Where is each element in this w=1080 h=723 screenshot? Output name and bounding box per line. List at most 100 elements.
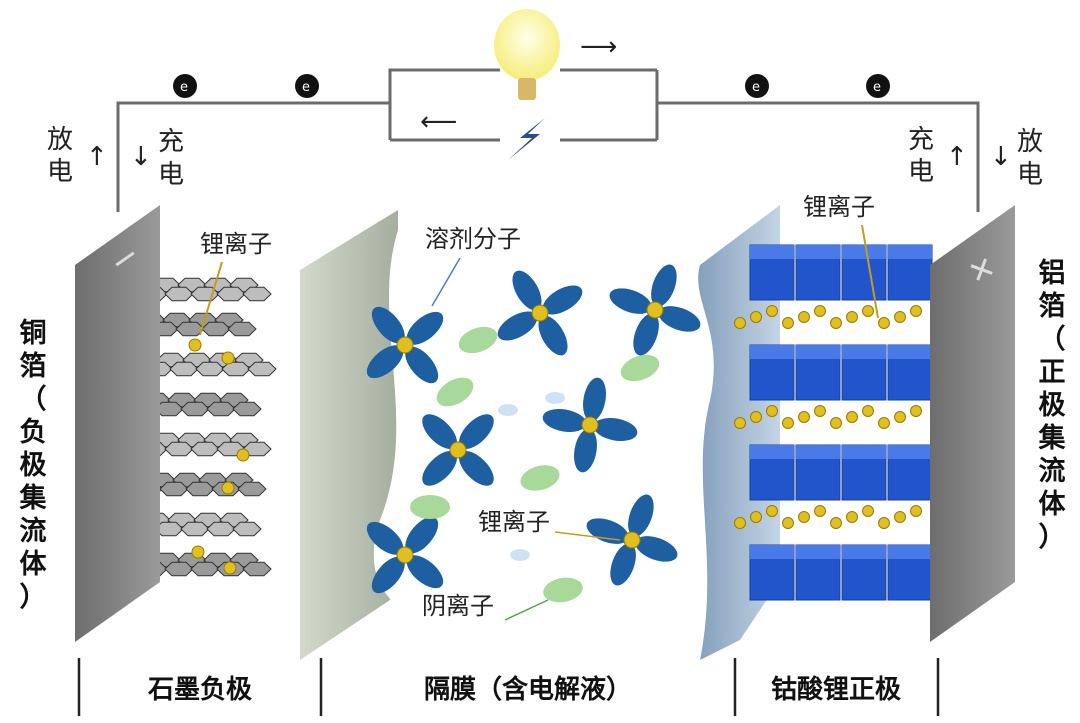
solvent-molecule [542, 377, 638, 473]
graphite-hexagon [221, 361, 251, 377]
cathode-block-top [750, 545, 794, 559]
anion [543, 577, 583, 603]
graphite-hexagon [164, 441, 194, 457]
left-up-arrow: ↑ [86, 142, 108, 172]
electron-symbol: e [180, 80, 188, 95]
electron-flow-right-arrow: ⟶ [580, 32, 617, 62]
cathode-block-top [750, 445, 794, 459]
foil-label-char: ） [1039, 522, 1066, 553]
foil-label-char: 体 [1039, 489, 1067, 520]
solvent-molecule [366, 516, 444, 594]
lithium-ion [531, 304, 549, 322]
left-discharge-char-2: 电 [47, 157, 73, 187]
lithium-ion [782, 517, 794, 529]
lithium-ion [846, 411, 858, 423]
cathode-label: 钴酸锂正极 [771, 674, 902, 705]
anion-faint [545, 392, 565, 404]
graphite-hexagon [180, 521, 210, 537]
lithium-ion [581, 416, 599, 434]
anion [410, 495, 450, 519]
lithium-ion [798, 311, 810, 323]
graphite-hexagon [237, 481, 267, 497]
foil-label-char: 流 [20, 516, 47, 547]
cathode-block-top [888, 445, 932, 459]
lithium-ion-electrolyte-pointer [554, 531, 621, 541]
lithium-ion [878, 317, 890, 329]
lithium-ion [878, 517, 890, 529]
lithium-ion [894, 311, 906, 323]
right-discharge-char-2: 电 [1017, 160, 1043, 190]
right-discharge-char-1: 放 [1017, 127, 1043, 157]
anion [458, 326, 498, 354]
electron-icon: e [866, 74, 890, 98]
anion-label: 阴离子 [422, 592, 494, 620]
right-wire [657, 101, 980, 212]
electrolyte [366, 264, 701, 603]
anion-pointer [504, 599, 549, 621]
lithium-ion [862, 305, 874, 317]
lithium-ion [814, 405, 826, 417]
separator-label: 隔膜（含电解液） [424, 674, 632, 705]
lithium-ion [750, 511, 762, 523]
cathode-block-top [842, 245, 886, 259]
foil-label-char: 箔 [20, 350, 47, 382]
cathode-block-top [842, 345, 886, 359]
graphite-hexagon [175, 321, 205, 337]
load-branch-wire [388, 68, 500, 103]
graphite-hexagon [159, 481, 189, 497]
lithium-ion [894, 411, 906, 423]
cathode-block-top [750, 245, 794, 259]
electron-symbol: e [752, 80, 760, 95]
right-charge-char-1: 充 [908, 125, 934, 155]
graphite-hexagon [164, 286, 194, 302]
foil-label-char: ） [20, 582, 47, 613]
lithium-ion [223, 561, 237, 575]
anion [436, 377, 474, 407]
cathode-block-top [888, 245, 932, 259]
aluminum-foil-plate [930, 205, 1015, 642]
lithium-ion [894, 511, 906, 523]
foil-label-char: 集 [1038, 422, 1067, 454]
electron-icon: e [295, 74, 319, 98]
foil-label-char: 集 [19, 482, 48, 514]
bottom-legend [77, 658, 940, 716]
lithium-ion [814, 305, 826, 317]
anion-faint [498, 404, 518, 416]
lithium-ion [236, 448, 250, 462]
lithium-ion [782, 317, 794, 329]
graphite-hexagon [190, 561, 220, 577]
solvent-molecule-pointer [431, 257, 461, 307]
lithium-ion [782, 417, 794, 429]
foil-label-char: 体 [20, 549, 48, 580]
lithium-ion [750, 411, 762, 423]
foil-label-char: （ [1039, 324, 1066, 355]
graphite-hexagon [242, 561, 272, 577]
graphite-hexagon [242, 286, 272, 302]
left-charge-char-1: 充 [158, 127, 184, 157]
left-direction-labels: 放 电 ↑ ↓ 充 电 [47, 125, 184, 190]
graphite-hexagon [164, 561, 194, 577]
foil-label-char: 正 [1039, 357, 1066, 388]
anion [520, 465, 560, 491]
lithium-ion [191, 545, 205, 559]
lithium-ion-electrolyte-label: 锂离子 [478, 508, 550, 536]
lithium-ion [221, 351, 235, 365]
cathode-block-top [842, 445, 886, 459]
lightning-bolt-icon [508, 118, 545, 160]
lithium-ion [396, 546, 414, 564]
graphite-hexagon [201, 321, 231, 337]
lithium-ion [449, 441, 467, 459]
lithium-ion [910, 405, 922, 417]
cathode-block-top [888, 545, 932, 559]
foil-label-char: 流 [1039, 456, 1066, 487]
lithium-cobalt-oxide-cathode-layers [734, 244, 933, 601]
lithium-ion [188, 338, 202, 352]
graphite-hexagon [227, 321, 257, 337]
electron-icon: e [173, 74, 197, 98]
lithium-ion [910, 305, 922, 317]
cathode-block-top [842, 545, 886, 559]
